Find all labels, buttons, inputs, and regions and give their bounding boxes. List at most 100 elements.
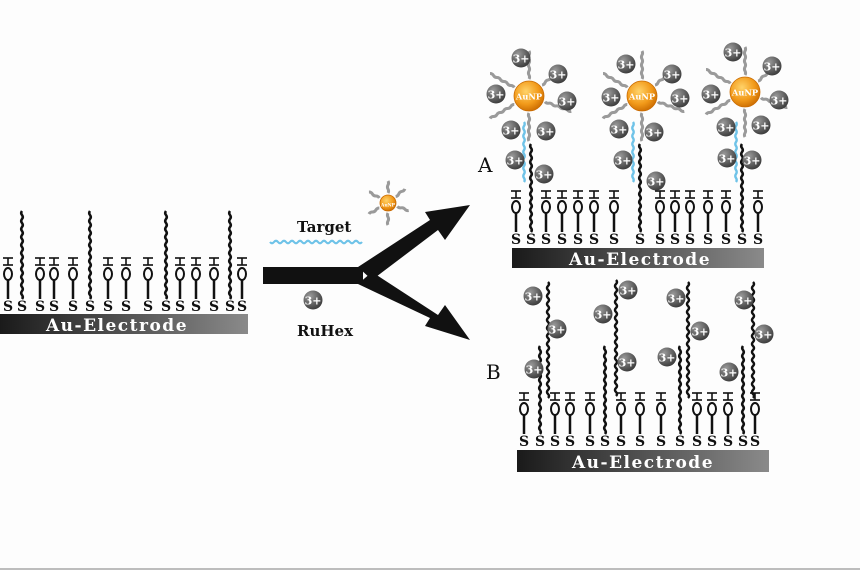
ruhex-ion-circle bbox=[716, 117, 736, 137]
ruhex-ion: 3+ bbox=[646, 171, 666, 191]
ruhex-charge-label: 3+ bbox=[756, 329, 773, 342]
ruhex-charge-label: 3+ bbox=[718, 122, 735, 135]
ruhex-charge-label: 3+ bbox=[725, 47, 742, 60]
probe-strand bbox=[19, 210, 25, 300]
target-label: Target bbox=[297, 218, 351, 236]
oxygen-atom bbox=[565, 402, 575, 416]
signal-probe-arm bbox=[705, 68, 732, 85]
oxygen-atom bbox=[685, 200, 695, 214]
aunp-small bbox=[379, 194, 397, 212]
ruhex-ion-circle bbox=[534, 164, 554, 184]
ruhex-ion-circle bbox=[523, 286, 543, 306]
sulfur-label: S bbox=[655, 232, 665, 248]
ruhex-ion-circle bbox=[734, 290, 754, 310]
signal-probe-arm bbox=[395, 188, 407, 199]
ruhex-ion-circle bbox=[717, 148, 737, 168]
ruhex-charge-label: 3+ bbox=[692, 326, 709, 339]
ruhex-charge-label: 3+ bbox=[648, 176, 665, 189]
ruhex-ion: 3+ bbox=[701, 84, 721, 104]
ruhex-ion-circle bbox=[662, 64, 682, 84]
aunp-a1 bbox=[513, 80, 545, 112]
signal-probe-arm bbox=[601, 103, 628, 120]
ruhex-charge-label: 3+ bbox=[668, 293, 685, 306]
hybridized-target-strand bbox=[631, 121, 635, 183]
sulfur-label: S bbox=[225, 299, 235, 315]
ruhex-ion-circle bbox=[548, 64, 568, 84]
oxygen-atom bbox=[121, 267, 131, 281]
ruhex-ion: 3+ bbox=[662, 64, 682, 84]
ruhex-charge-label: 3+ bbox=[611, 124, 628, 137]
oxygen-atom bbox=[175, 267, 185, 281]
ruhex-ion: 3+ bbox=[548, 64, 568, 84]
ruhex-charge-label: 3+ bbox=[603, 92, 620, 105]
sulfur-label: S bbox=[550, 434, 560, 450]
ruhex-ion-circle bbox=[769, 90, 789, 110]
ruhex-ion: 3+ bbox=[617, 352, 637, 372]
signal-probe-arm bbox=[639, 50, 645, 80]
ruhex-ion: 3+ bbox=[524, 359, 544, 379]
ruhex-charge-label: 3+ bbox=[736, 295, 753, 308]
ruhex-ion-circle bbox=[657, 347, 677, 367]
ruhex-ion-circle bbox=[547, 319, 567, 339]
sulfur-label: S bbox=[237, 299, 247, 315]
ruhex-charge-label: 3+ bbox=[620, 285, 637, 298]
ruhex-ion: 3+ bbox=[511, 48, 531, 68]
ruhex-charge-label: 3+ bbox=[615, 155, 632, 168]
aunp-label: AuNP bbox=[731, 88, 758, 98]
signal-probe-arm bbox=[385, 212, 391, 226]
aunp-a2 bbox=[626, 80, 658, 112]
ruhex-charge-label: 3+ bbox=[618, 59, 635, 72]
free-target-strand bbox=[545, 281, 551, 399]
signal-probe-arm bbox=[704, 99, 731, 116]
ruhex-charge-label: 3+ bbox=[753, 120, 770, 133]
sulfur-label: S bbox=[609, 232, 619, 248]
ruhex-ion: 3+ bbox=[501, 120, 521, 140]
ruhex-ion-circle bbox=[644, 122, 664, 142]
signal-probe-arm bbox=[639, 112, 645, 142]
probe-strand bbox=[740, 345, 746, 435]
probe-strand bbox=[163, 210, 169, 300]
hybridized-target-strand bbox=[522, 121, 526, 183]
ruhex-charge-label: 3+ bbox=[513, 53, 530, 66]
electrode-label-left: Au-Electrode bbox=[45, 316, 188, 336]
sulfur-label: S bbox=[573, 232, 583, 248]
ruhex-ion: 3+ bbox=[616, 54, 636, 74]
ruhex-ion: 3+ bbox=[717, 148, 737, 168]
ruhex-ion: 3+ bbox=[613, 150, 633, 170]
ruhex-ion: 3+ bbox=[723, 42, 743, 62]
sulfur-label: S bbox=[585, 434, 595, 450]
ruhex-ion: 3+ bbox=[593, 304, 613, 324]
sulfur-label: S bbox=[17, 299, 27, 315]
ruhex-ion-circle bbox=[751, 115, 771, 135]
ruhex-ion: 3+ bbox=[657, 347, 677, 367]
sulfur-label: S bbox=[692, 434, 702, 450]
ruhex-ion-circle bbox=[742, 150, 762, 170]
sulfur-label: S bbox=[685, 232, 695, 248]
ruhex-ion-circle bbox=[617, 352, 637, 372]
signal-probe-arm bbox=[367, 206, 380, 215]
sulfur-label: S bbox=[721, 232, 731, 248]
ruhex-charge-label: 3+ bbox=[619, 357, 636, 370]
oxygen-atom bbox=[550, 402, 560, 416]
sulfur-label: S bbox=[723, 434, 733, 450]
oxygen-atom bbox=[721, 200, 731, 214]
arrow-stem bbox=[263, 267, 363, 284]
sulfur-label: S bbox=[535, 434, 545, 450]
ruhex-charge-label: 3+ bbox=[703, 89, 720, 102]
ruhex-ion-circle bbox=[618, 280, 638, 300]
ruhex-ion: 3+ bbox=[505, 150, 525, 170]
sulfur-label: S bbox=[49, 299, 59, 315]
free-target-strand bbox=[685, 281, 691, 399]
oxygen-atom bbox=[68, 267, 78, 281]
free-target-strand bbox=[613, 279, 619, 397]
ruhex-ion: 3+ bbox=[644, 122, 664, 142]
ruhex-ion: 3+ bbox=[557, 91, 577, 111]
signal-probe-arm bbox=[526, 112, 532, 142]
oxygen-atom bbox=[616, 402, 626, 416]
probe-strand bbox=[227, 210, 233, 300]
ruhex-charge-label: 3+ bbox=[536, 169, 553, 182]
signal-probe-arm bbox=[368, 190, 381, 199]
oxygen-atom bbox=[703, 200, 713, 214]
au-electrode-left bbox=[0, 314, 248, 334]
